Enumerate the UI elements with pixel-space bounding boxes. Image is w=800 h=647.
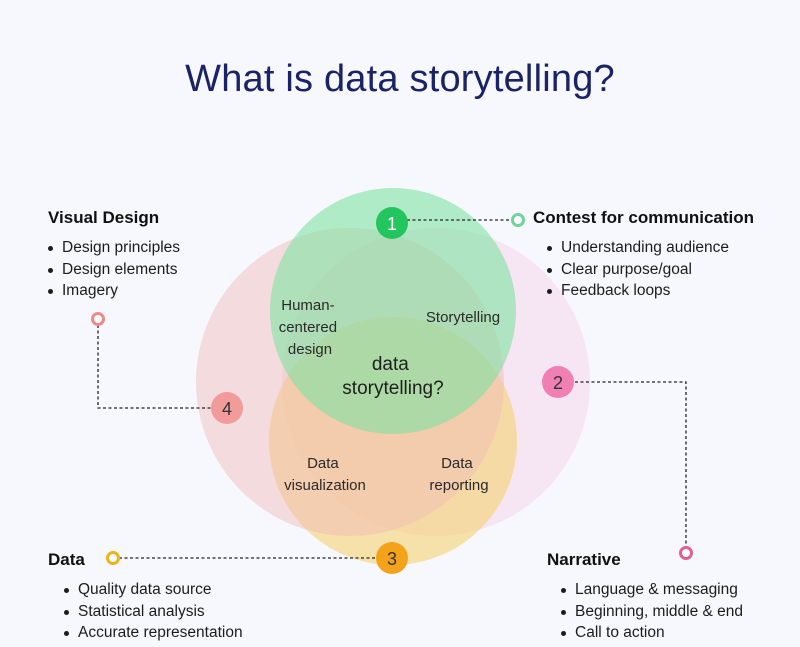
connector-context: [407, 213, 525, 227]
circle-context: [270, 188, 516, 434]
bullet-list: Design principles Design elements Imager…: [48, 237, 180, 302]
list-item: Accurate representation: [64, 622, 243, 644]
list-item: Beginning, middle & end: [561, 601, 743, 623]
overlap-data-reporting: Data reporting: [429, 455, 488, 494]
list-item: Quality data source: [64, 579, 243, 601]
bullet-list: Language & messaging Beginning, middle &…: [561, 579, 743, 644]
page-title: What is data storytelling?: [185, 58, 615, 100]
badge-1-label: 1: [387, 214, 397, 234]
center-label: data storytelling?: [342, 354, 443, 399]
list-item: Language & messaging: [561, 579, 743, 601]
overlap-data-visualization: Data visualization: [284, 455, 366, 494]
section-visual-design: Visual Design Design principles Design e…: [48, 208, 180, 302]
connector-data-dot: [106, 551, 120, 565]
list-item: Understanding audience: [547, 237, 754, 259]
badge-3-label: 3: [387, 549, 397, 569]
list-item: Statistical analysis: [64, 601, 243, 623]
overlap-human-centered-design: Human- centered design: [279, 297, 342, 358]
overlap-storytelling: Storytelling: [426, 309, 500, 326]
bullet-list: Quality data source Statistical analysis…: [64, 579, 243, 644]
badge-2-label: 2: [553, 373, 563, 393]
connector-visual-design: [91, 312, 211, 409]
connector-context-dot: [511, 213, 525, 227]
list-item: Imagery: [48, 280, 180, 302]
list-item: Design elements: [48, 259, 180, 281]
section-data: Data Quality data source Statistical ana…: [48, 550, 243, 644]
bullet-list: Understanding audience Clear purpose/goa…: [547, 237, 754, 302]
list-item: Call to action: [561, 622, 743, 644]
connector-data: [106, 551, 376, 565]
list-item: Feedback loops: [547, 280, 754, 302]
list-item: Design principles: [48, 237, 180, 259]
section-heading: Data: [48, 550, 85, 569]
badge-4-label: 4: [222, 399, 232, 419]
badge-2: 2: [542, 366, 574, 398]
connector-visual-design-dot: [91, 312, 105, 326]
badge-1: 1: [376, 207, 408, 239]
badge-3: 3: [376, 542, 408, 574]
list-item: Clear purpose/goal: [547, 259, 754, 281]
section-narrative: Narrative Language & messaging Beginning…: [547, 550, 743, 644]
section-heading: Narrative: [547, 550, 621, 569]
section-heading: Contest for communication: [533, 208, 755, 227]
connector-narrative: [575, 381, 693, 560]
section-heading: Visual Design: [48, 208, 160, 227]
badge-4: 4: [211, 392, 243, 424]
connector-narrative-dot: [679, 546, 693, 560]
section-context: Contest for communication Understanding …: [533, 208, 754, 302]
